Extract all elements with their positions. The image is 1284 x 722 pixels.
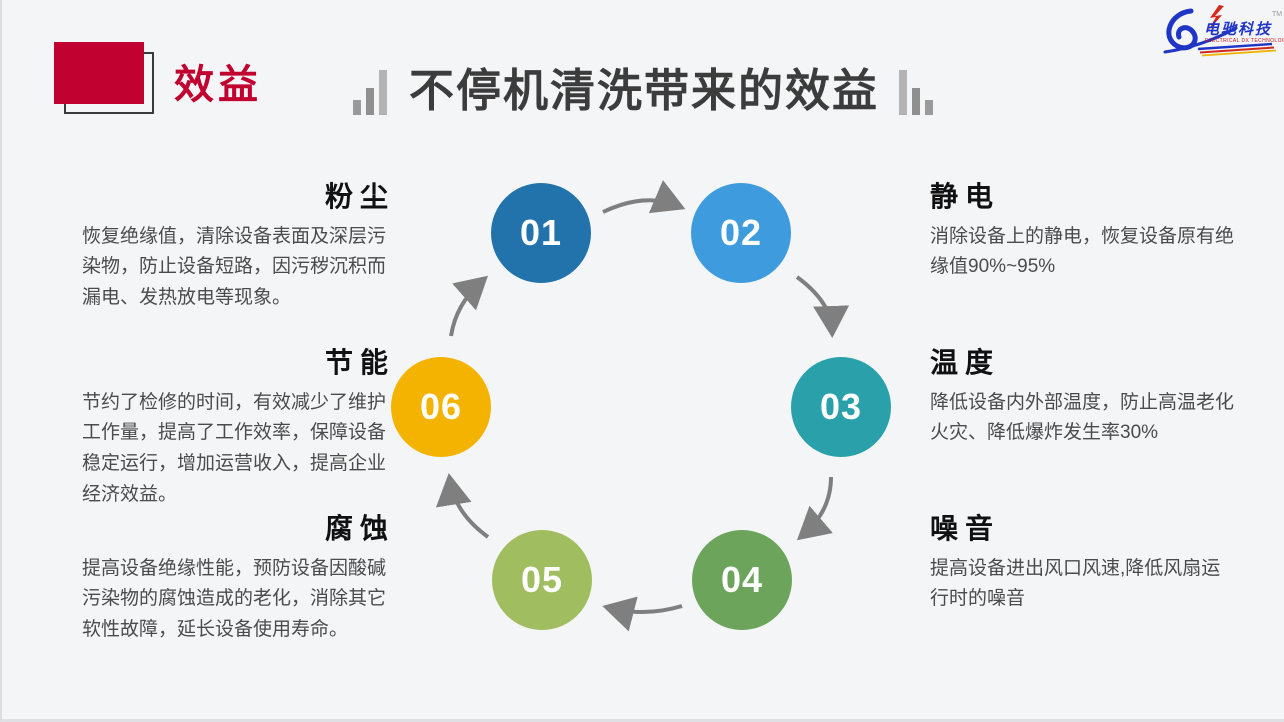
benefit-noise: 噪音 提高设备进出风口风速,降低风扇运行时的噪音 [930, 512, 1236, 615]
cycle-step-01: 01 [491, 183, 591, 283]
arrow-04-05 [602, 596, 683, 632]
logo-swoosh-icon [1163, 8, 1238, 54]
cycle-step-02: 02 [691, 183, 791, 283]
benefit-temperature: 温度 降低设备内外部温度，防止高温老化火灾、降低爆炸发生率30% [930, 346, 1236, 449]
arrow-03-04 [796, 476, 833, 541]
benefit-body: 消除设备上的静电，恢复设备原有绝缘值90%~95% [930, 225, 1235, 278]
step-number: 01 [519, 212, 563, 253]
benefit-title: 节能 [324, 347, 395, 378]
page-title: 不停机清洗带来的效益 [408, 65, 879, 116]
benefit-energy-saving: 节能 节约了检修的时间，有效减少了维护工作量，提高了工作效率，保障设备稳定运行，… [82, 346, 388, 511]
benefit-title: 腐蚀 [324, 513, 395, 544]
logo-tagline: ELECTRICAL DX TECHNOLOGY [1205, 38, 1284, 44]
benefit-body: 提高设备绝缘性能，预防设备因酸碱污染物的腐蚀造成的老化，消除其它软性故障，延长设… [82, 557, 387, 641]
cycle-step-04: 04 [692, 530, 792, 630]
bar-chart-icon-left [352, 69, 387, 115]
benefit-corrosion: 腐蚀 提高设备绝缘性能，预防设备因酸碱污染物的腐蚀造成的老化，消除其它软性故障，… [82, 512, 388, 646]
arrow-06-01 [449, 275, 488, 337]
benefit-static: 静电 消除设备上的静电，恢复设备原有绝缘值90%~95% [930, 180, 1236, 283]
benefit-body: 恢复绝缘值，清除设备表面及深层污染物，防止设备短路，因污秽沉积而漏电、发热放电等… [82, 225, 387, 309]
cycle-step-06: 06 [391, 357, 491, 457]
bar-chart-icon-right [899, 69, 933, 115]
arrow-02-03 [795, 275, 850, 338]
benefit-title: 噪音 [930, 513, 1001, 544]
benefit-title: 静电 [930, 181, 1001, 212]
benefit-title: 温度 [930, 347, 1001, 378]
benefit-dust: 粉尘 恢复绝缘值，清除设备表面及深层污染物，防止设备短路，因污秽沉积而漏电、发热… [82, 180, 388, 314]
benefit-body: 提高设备进出风口风速,降低风扇运行时的噪音 [930, 557, 1221, 610]
benefit-body: 降低设备内外部温度，防止高温老化火灾、降低爆炸发生率30% [930, 391, 1235, 444]
logo-tricolor-stripe-icon [1197, 42, 1277, 57]
benefit-title: 粉尘 [324, 181, 395, 212]
company-logo: 电驰科技 ELECTRICAL DX TECHNOLOGY TM [1158, 4, 1284, 60]
lightning-bolt-icon [1208, 5, 1224, 31]
cycle-step-05: 05 [492, 530, 592, 630]
step-number: 06 [419, 386, 463, 427]
accent-square [54, 42, 144, 104]
arrow-01-02 [602, 180, 686, 214]
logo-company-name: 电驰科技 [1204, 21, 1272, 38]
step-number: 03 [819, 386, 863, 427]
benefit-body: 节约了检修的时间，有效减少了维护工作量，提高了工作效率，保障设备稳定运行，增加运… [82, 391, 387, 505]
logo-trademark: TM [1272, 11, 1282, 18]
step-number: 04 [720, 559, 764, 600]
cycle-step-03: 03 [791, 357, 891, 457]
step-number: 02 [719, 212, 763, 253]
title-row: 不停机清洗带来的效益 [2, 66, 1284, 116]
step-number: 05 [520, 559, 564, 600]
section-label: 效益 [174, 63, 262, 107]
arrow-05-06 [435, 473, 490, 539]
